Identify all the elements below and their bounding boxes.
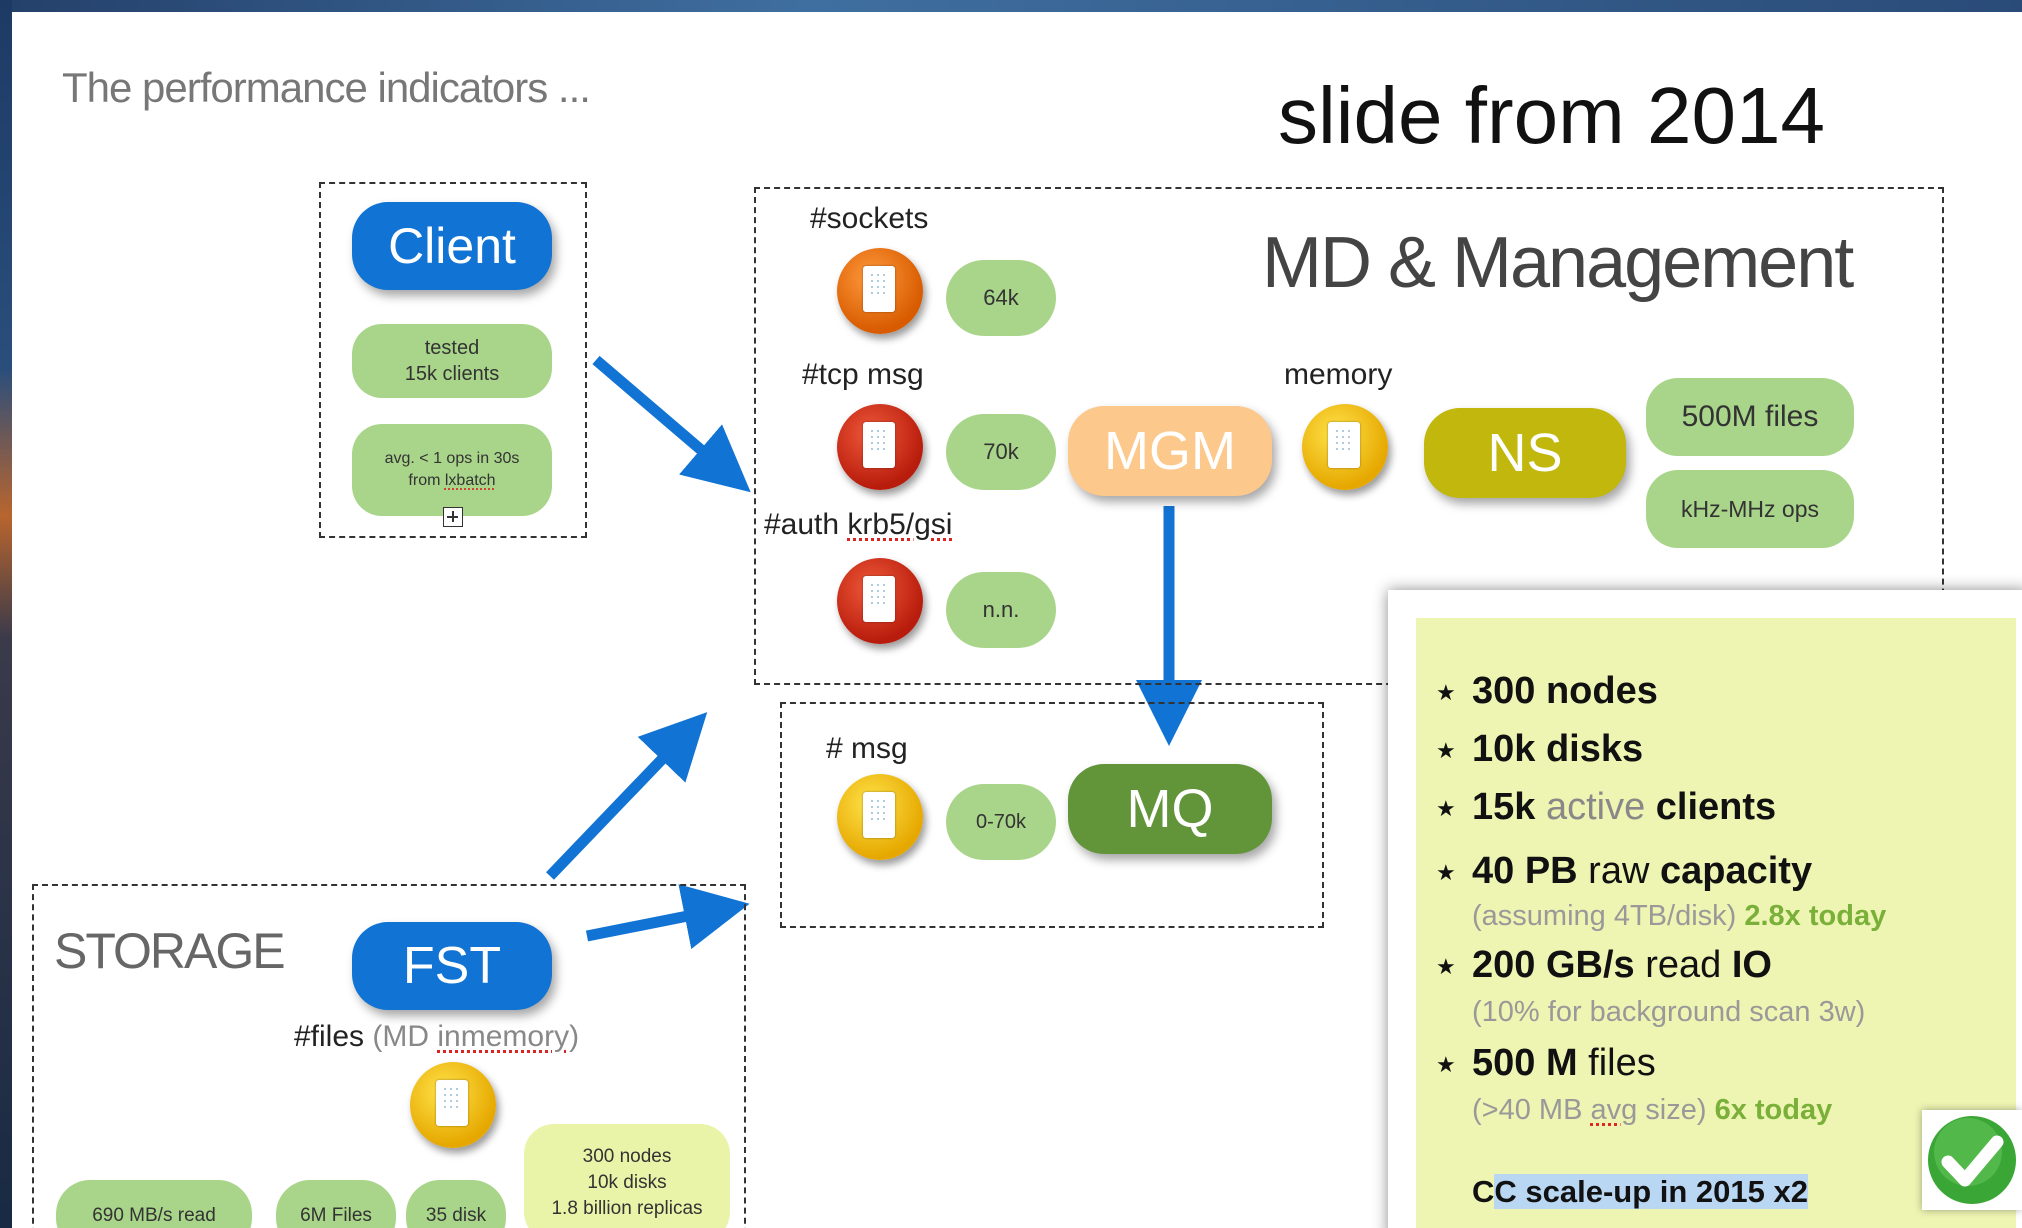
ops-pill: kHz-MHz ops (1646, 470, 1854, 548)
storage-box (32, 884, 746, 1228)
avg-ops-line2: from lxbatch (408, 470, 495, 492)
disk-pill: 35 disk (406, 1180, 506, 1228)
md-management-title: MD & Management (1262, 223, 1854, 303)
mq-pill: MQ (1068, 764, 1272, 854)
summary-item-clients-light: active (1535, 786, 1656, 828)
avg-ops-lxbatch: lxbatch (444, 472, 496, 489)
scale-up-text: CC scale-up in 2015 x2 (1472, 1174, 1808, 1210)
summary-item-nodes-rest: nodes (1535, 670, 1658, 712)
summary-item-capacity-bold2: capacity (1659, 850, 1813, 892)
tcp-msg-value-pill: 70k (946, 414, 1056, 490)
summary-item-disks-bold: 10k (1472, 728, 1536, 770)
fst-pill: FST (352, 922, 552, 1010)
md-management-box (754, 187, 1944, 685)
slide-subtitle: The performance indicators ... (62, 64, 591, 111)
ns-pill: NS (1424, 408, 1626, 498)
files-label: #files (MD inmemory) (294, 1020, 579, 1054)
summary-item-disks-rest: disks (1535, 728, 1644, 770)
summary-sub-files-green: 6x today (1714, 1094, 1833, 1126)
sockets-value-pill: 64k (946, 260, 1056, 336)
msg-file-icon (837, 774, 923, 860)
auth-proto: krb5/gsi (847, 508, 953, 541)
files-6m-pill: 6M Files (276, 1180, 396, 1228)
arrows-layer (546, 355, 1202, 949)
summary-item-io-rest: read (1634, 944, 1732, 986)
files-note-inmemory: inmemory (437, 1020, 570, 1053)
summary-item-capacity-bold: 40 PB (1472, 850, 1578, 892)
summary-item-nodes: ★300 nodes (1436, 670, 1658, 712)
tcp-msg-label: #tcp msg (802, 358, 924, 391)
summary-sub-capacity: (assuming 4TB/disk) 2.8x today (1472, 900, 1886, 933)
files-500m-pill: 500M files (1646, 378, 1854, 456)
summary-item-files-rest: files (1577, 1042, 1656, 1084)
arrow-client-to-md (592, 355, 751, 493)
auth-file-icon (837, 558, 923, 644)
slide: The performance indicators ... slide fro… (12, 12, 2022, 1228)
summary-item-capacity-rest: raw (1577, 850, 1660, 892)
memory-file-icon (1302, 404, 1388, 490)
summary-sub-io: (10% for background scan 3w) (1472, 996, 1866, 1028)
client-pill: Client (352, 202, 552, 290)
window-left-band (0, 0, 12, 1228)
files-file-icon (410, 1062, 496, 1148)
summary-item-io-bold2: IO (1731, 944, 1772, 986)
summary-sub-files-avg: avg (1590, 1094, 1638, 1126)
summary-item-files: ★500 M files (1436, 1042, 1656, 1084)
arrow-fst-to-mq (585, 884, 750, 949)
expand-icon[interactable] (443, 507, 463, 527)
memory-label: memory (1284, 358, 1393, 391)
tcp-msg-file-icon (837, 404, 923, 490)
summary-item-clients-bold2: clients (1655, 786, 1777, 828)
summary-item-io-bold: 200 GB/s (1472, 944, 1635, 986)
tested-clients-pill: tested 15k clients (352, 324, 552, 398)
scale-up-rest: C scale-up in 2015 x2 (1494, 1174, 1808, 1209)
summary-item-capacity: ★40 PB raw capacity (1436, 850, 1813, 892)
summary-card: ★300 nodes ★10k disks ★15k active client… (1388, 590, 2022, 1228)
sockets-label: #sockets (810, 202, 929, 235)
summary-sub-capacity-plain: (assuming 4TB/disk) (1472, 900, 1745, 932)
arrow-storage-to-md (546, 712, 708, 880)
summary-card-inner: ★300 nodes ★10k disks ★15k active client… (1416, 618, 2016, 1228)
slide-year-note: slide from 2014 (1278, 71, 1825, 160)
msg-label: # msg (826, 732, 908, 765)
summary-item-disks: ★10k disks (1436, 728, 1644, 770)
summary-item-files-bold: 500 M (1472, 1042, 1578, 1084)
scale-up-c: C (1472, 1174, 1495, 1209)
avg-ops-from: from (408, 472, 445, 489)
summary-sub-capacity-green: 2.8x today (1744, 900, 1887, 932)
client-box (319, 182, 587, 538)
nodes-replicas-pill: 300 nodes 10k disks 1.8 billion replicas (524, 1124, 730, 1228)
msg-value-pill: 0-70k (946, 784, 1056, 860)
mq-box (780, 702, 1324, 928)
summary-item-nodes-bold: 300 (1472, 670, 1536, 712)
sockets-file-icon (837, 248, 923, 334)
summary-sub-files-open: (>40 MB (1472, 1094, 1591, 1126)
summary-item-clients-bold: 15k (1472, 786, 1536, 828)
summary-item-clients: ★15k active clients (1436, 786, 1777, 828)
summary-sub-files-close: size) (1637, 1094, 1715, 1126)
files-note-open: (MD (364, 1020, 438, 1053)
window-top-band (0, 0, 2022, 12)
summary-item-io: ★200 GB/s read IO (1436, 944, 1772, 986)
read-pill: 690 MB/s read (56, 1180, 252, 1228)
avg-ops-pill: avg. < 1 ops in 30s from lxbatch (352, 424, 552, 516)
checkmark-icon (1922, 1110, 2022, 1210)
mgm-pill: MGM (1068, 406, 1272, 496)
auth-label-text: #auth (764, 508, 848, 541)
storage-title: STORAGE (54, 923, 286, 979)
summary-sub-files: (>40 MB avg size) 6x today (1472, 1094, 1832, 1127)
auth-value-pill: n.n. (946, 572, 1056, 648)
files-note-close: ) (569, 1020, 580, 1053)
files-label-text: #files (294, 1020, 365, 1053)
avg-ops-line1: avg. < 1 ops in 30s (384, 450, 520, 467)
auth-label: #auth krb5/gsi (764, 508, 952, 542)
